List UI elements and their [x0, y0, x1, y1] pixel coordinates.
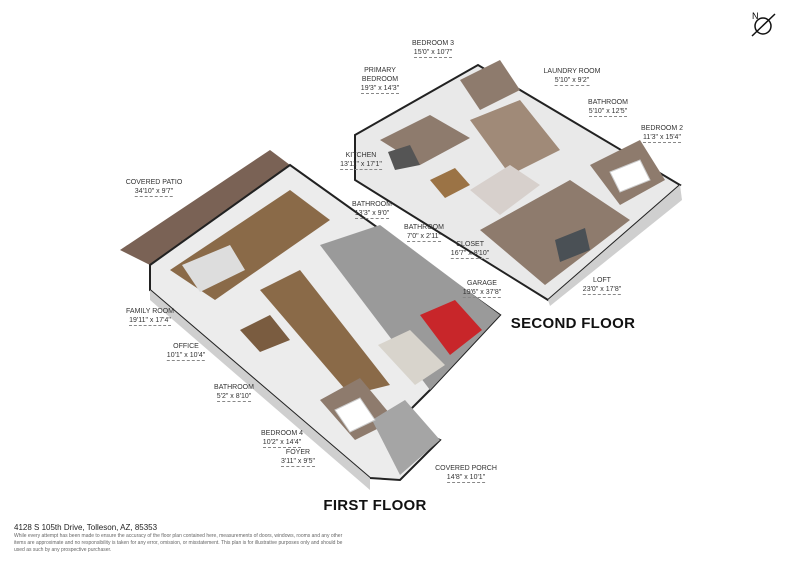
room-label: PRIMARY BEDROOM 19'3" x 14'3": [360, 66, 400, 94]
room-dimensions: 11'3" x 15'4": [643, 134, 681, 143]
disclaimer: While every attempt has been made to ens…: [14, 533, 343, 553]
room-name: OFFICE: [173, 343, 199, 350]
office-floor: [240, 315, 290, 352]
room-name: LOFT: [593, 277, 611, 284]
room-name: FOYER: [285, 449, 311, 456]
room-dimensions: 5'10" x 12'5": [588, 108, 628, 117]
room-name: BATHROOM: [214, 384, 254, 391]
room-name: BEDROOM 3: [411, 40, 455, 47]
room-name: BATHROOM: [352, 201, 392, 208]
first-floor-title: FIRST FLOOR: [323, 497, 427, 514]
room-label: BATHROOM 7'0" x 2'11": [404, 223, 444, 242]
room-label: BATHROOM 5'10" x 12'5": [588, 98, 628, 117]
room-dimensions: 5'2" x 8'10": [216, 393, 252, 402]
north-arrow-icon: N: [751, 11, 776, 37]
room-label: BEDROOM 4 10'2" x 14'4": [261, 429, 303, 448]
white-car: [378, 330, 445, 385]
second-floor-drawing: [354, 60, 682, 306]
room-label: CLOSET 16'7" x 8'10": [450, 240, 490, 259]
room-label: BATHROOM 5'2" x 8'10": [214, 383, 254, 402]
bed: [609, 159, 651, 193]
room-dimensions: 10'1" x 10'4": [166, 352, 206, 361]
room-name: BEDROOM 2: [640, 125, 684, 132]
room-label: BEDROOM 2 11'3" x 15'4": [641, 124, 683, 143]
compass: N: [748, 8, 778, 43]
second-floor-title: SECOND FLOOR: [510, 315, 636, 332]
room-name: COVERED PATIO: [125, 179, 183, 186]
first-floor-side: [150, 290, 370, 490]
room-dimensions: 34'10" x 9'7": [134, 188, 174, 197]
room-label: BATHROOM 13'3" x 9'0": [352, 200, 392, 219]
room-name: KITCHEN: [345, 152, 377, 159]
bed: [334, 397, 376, 433]
sofa: [182, 245, 245, 292]
sofa: [555, 228, 590, 262]
room-dimensions: 19'6" x 37'8": [462, 289, 502, 298]
first-floor-drawing: [120, 150, 502, 490]
room-label: FAMILY ROOM 19'11" x 17'4": [126, 307, 174, 326]
room-label: KITCHEN 13'11" x 17'1": [340, 151, 382, 170]
room-dimensions: 15'0" x 10'7": [413, 49, 453, 58]
room-dimensions: 10'2" x 14'4": [262, 439, 302, 448]
room-name: PRIMARY BEDROOM: [361, 67, 399, 83]
room-label: OFFICE 10'1" x 10'4": [166, 342, 206, 361]
room-name: BATHROOM: [588, 99, 628, 106]
room-name: GARAGE: [467, 280, 497, 287]
room-label: LAUNDRY ROOM 5'10" x 9'2": [543, 67, 601, 86]
bed: [388, 145, 420, 170]
room-dimensions: 3'11" x 9'5": [281, 458, 315, 467]
hall-floor: [470, 100, 560, 175]
covered-patio-floor: [120, 150, 290, 265]
loft-floor: [480, 180, 630, 285]
second-floor-side: [548, 185, 682, 306]
room-dimensions: 23'0" x 17'8": [582, 286, 622, 295]
room-dimensions: 13'11" x 17'1": [340, 161, 382, 170]
closet-floor: [470, 165, 540, 215]
svg-text:N: N: [752, 11, 759, 21]
hallway-floor: [260, 270, 390, 395]
red-car: [420, 300, 482, 355]
room-dimensions: 19'11" x 17'4": [129, 317, 171, 326]
room-dimensions: 13'3" x 9'0": [354, 210, 390, 219]
room-name: BATHROOM: [404, 224, 444, 231]
room-dimensions: 5'10" x 9'2": [554, 77, 590, 86]
room-dimensions: 16'7" x 8'10": [450, 250, 490, 259]
room-dimensions: 7'0" x 2'11": [407, 233, 441, 242]
room-name: COVERED PORCH: [435, 465, 497, 472]
room-label: FOYER 3'11" x 9'5": [281, 448, 315, 467]
address: 4128 S 105th Drive, Tolleson, AZ, 85353: [14, 523, 158, 532]
room-name: LAUNDRY ROOM: [543, 68, 601, 75]
bedroom-3-floor: [460, 60, 520, 110]
room-label: BEDROOM 3 15'0" x 10'7": [412, 39, 454, 58]
room-label: LOFT 23'0" x 17'8": [582, 276, 622, 295]
covered-porch-floor: [372, 400, 440, 475]
room-name: FAMILY ROOM: [126, 308, 174, 315]
room-label: GARAGE 19'6" x 37'8": [462, 279, 502, 298]
room-dimensions: 14'8" x 10'1": [446, 474, 486, 483]
room-name: BEDROOM 4: [260, 430, 304, 437]
bathroom-floor: [430, 168, 470, 198]
room-dimensions: 19'3" x 14'3": [360, 85, 400, 94]
room-label: COVERED PATIO 34'10" x 9'7": [125, 178, 183, 197]
room-label: COVERED PORCH 14'8" x 10'1": [435, 464, 497, 483]
room-name: CLOSET: [455, 241, 485, 248]
